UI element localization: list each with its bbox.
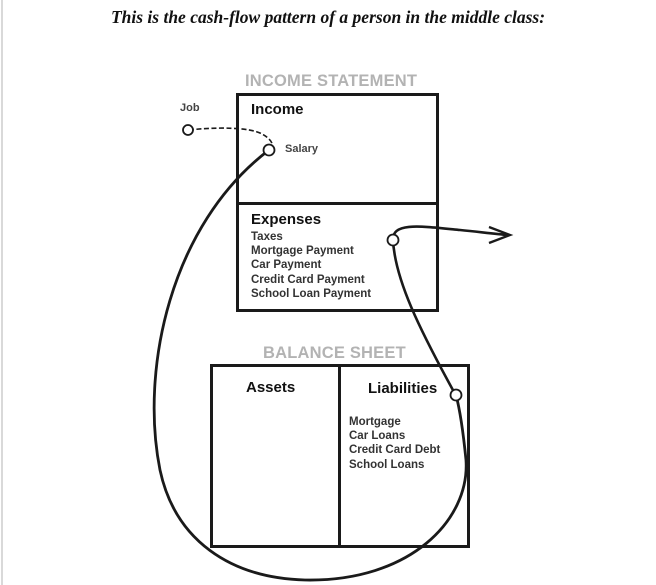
salary-label: Salary [285,143,319,155]
outflow-arrow-icon [488,225,514,245]
expense-item-mortgage-payment: Mortgage Payment [251,245,354,258]
salary-to-liabilities-flow [152,148,468,582]
expenses-node-icon [386,233,400,247]
expense-item-school-loan-payment: School Loan Payment [251,287,372,300]
liabilities-node-icon [449,388,463,402]
expense-item-car-payment: Car Payment [251,259,322,272]
liability-item-mortgage: Mortgage [349,416,401,428]
expenses-list: Taxes Mortgage Payment Car Payment Credi… [251,230,371,301]
balance-sheet-title: BALANCE SHEET [263,344,406,362]
diagram-heading: This is the cash-flow pattern of a perso… [110,7,546,27]
liability-item-car-loans: Car Loans [349,430,406,443]
balance-sheet-divider [338,364,341,548]
job-node-icon [182,124,194,136]
expense-item-credit-card-payment: Credit Card Payment [251,273,365,286]
income-statement-title: INCOME STATEMENT [245,72,418,90]
assets-title: Assets [246,379,296,396]
page-edge-rule [1,0,3,585]
job-to-salary-flow [188,127,274,155]
liabilities-to-expenses-flow [391,238,456,394]
expenses-box [236,202,439,312]
liability-item-school-loans: School Loans [349,458,425,471]
liabilities-list: Mortgage Car Loans Credit Card Debt Scho… [349,415,440,472]
job-label: Job [180,102,200,114]
salary-node-icon [262,143,276,157]
expenses-title: Expenses [251,211,322,228]
expense-item-taxes: Taxes [251,231,283,243]
income-title: Income [251,101,304,118]
expenses-outflow-line [391,225,510,242]
liabilities-title: Liabilities [368,380,438,397]
liability-item-credit-card-debt: Credit Card Debt [349,444,441,457]
